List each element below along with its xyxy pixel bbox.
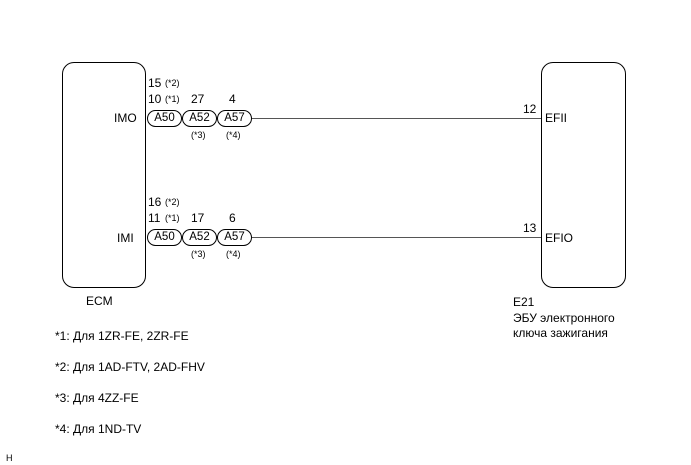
- efi-pin-12-number: 12: [523, 102, 537, 116]
- footnote-3: *3: Для 4ZZ-FE: [55, 391, 139, 405]
- footnote-1: *1: Для 1ZR-FE, 2ZR-FE: [55, 329, 189, 343]
- ecm-pin-imo: IMO: [114, 111, 137, 125]
- efi-pin-13-number: 13: [523, 221, 537, 235]
- imi-connector-a50: A50: [147, 229, 182, 246]
- imi-a52-pin: 17: [191, 211, 205, 225]
- imi-pin-a: 16: [148, 195, 162, 209]
- ecm-box: [62, 62, 146, 288]
- imo-connector-a57: A57: [217, 110, 252, 127]
- imo-pin-a-note: (*2): [165, 78, 180, 88]
- efi-unit-label-line2: ключа зажигания: [513, 326, 608, 340]
- imo-connector-a50: A50: [147, 110, 182, 127]
- corner-mark: H: [6, 453, 13, 463]
- ecm-pin-imi: IMI: [117, 231, 134, 245]
- imi-pin-b: 11: [148, 211, 161, 225]
- efi-pin-efio: EFIO: [545, 231, 574, 245]
- imi-a52-note: (*3): [191, 249, 206, 259]
- wire-imi-efio: [252, 237, 542, 238]
- imi-a57-pin: 6: [229, 211, 236, 225]
- efi-unit-code: E21: [513, 295, 535, 309]
- footnote-2: *2: Для 1AD-FTV, 2AD-FHV: [55, 360, 205, 374]
- imi-pin-a-note: (*2): [165, 197, 180, 207]
- imi-connector-a52: A52: [182, 229, 217, 246]
- imo-pin-a: 15: [148, 76, 162, 90]
- imo-a57-pin: 4: [229, 92, 236, 106]
- footnote-4: *4: Для 1ND-TV: [55, 422, 142, 436]
- efi-unit-label-line1: ЭБУ электронного: [513, 311, 615, 325]
- imo-a52-pin: 27: [191, 92, 205, 106]
- imi-a57-note: (*4): [226, 249, 241, 259]
- efi-unit-box: [541, 62, 626, 288]
- imi-pin-b-note: (*1): [165, 213, 180, 223]
- ecm-label: ECM: [86, 294, 113, 308]
- imo-a57-note: (*4): [226, 130, 241, 140]
- imo-connector-a52: A52: [182, 110, 217, 127]
- imo-pin-b-note: (*1): [165, 94, 180, 104]
- wire-imo-efii: [252, 118, 542, 119]
- imo-pin-b: 10: [148, 92, 162, 106]
- imi-connector-a57: A57: [217, 229, 252, 246]
- efi-pin-efii: EFII: [545, 111, 568, 125]
- imo-a52-note: (*3): [191, 130, 206, 140]
